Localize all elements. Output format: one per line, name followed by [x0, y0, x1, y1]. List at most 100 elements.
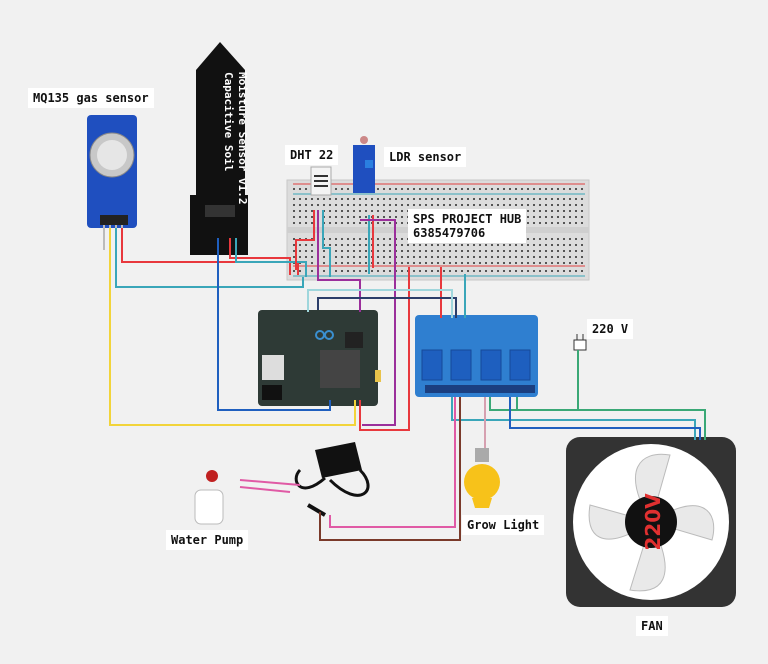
breadboard-hole	[485, 188, 487, 190]
breadboard-hole	[413, 188, 415, 190]
breadboard-hole	[389, 210, 391, 212]
breadboard-hole	[551, 256, 553, 258]
breadboard-hole	[563, 262, 565, 264]
breadboard-hole	[497, 188, 499, 190]
breadboard-hole	[323, 256, 325, 258]
breadboard-hole	[305, 244, 307, 246]
breadboard-hole	[455, 244, 457, 246]
breadboard-hole	[401, 270, 403, 272]
breadboard-hole	[533, 250, 535, 252]
breadboard-hole	[443, 262, 445, 264]
breadboard-hole	[401, 210, 403, 212]
breadboard-hole	[491, 262, 493, 264]
breadboard-hole	[569, 216, 571, 218]
breadboard-hole	[539, 198, 541, 200]
breadboard-hole	[347, 262, 349, 264]
breadboard-hole	[425, 250, 427, 252]
label-mains: 220 V	[587, 319, 634, 339]
breadboard-hole	[455, 188, 457, 190]
breadboard-hole	[383, 262, 385, 264]
breadboard-hole	[389, 238, 391, 240]
breadboard-hole	[407, 250, 409, 252]
breadboard-hole	[533, 210, 535, 212]
breadboard-hole	[515, 270, 517, 272]
breadboard-hole	[437, 244, 439, 246]
breadboard-hole	[401, 188, 403, 190]
breadboard-hole	[311, 262, 313, 264]
breadboard-hole	[491, 270, 493, 272]
breadboard-hole	[353, 270, 355, 272]
breadboard-hole	[461, 188, 463, 190]
breadboard-hole	[395, 204, 397, 206]
breadboard-hole	[491, 250, 493, 252]
water-pump	[194, 470, 224, 525]
breadboard-hole	[539, 210, 541, 212]
breadboard-hole	[527, 256, 529, 258]
breadboard-hole	[545, 250, 547, 252]
breadboard-hole	[431, 250, 433, 252]
breadboard-hole	[353, 198, 355, 200]
breadboard-hole	[497, 270, 499, 272]
breadboard-hole	[449, 188, 451, 190]
breadboard-hole	[527, 204, 529, 206]
breadboard-hole	[455, 262, 457, 264]
breadboard-hole	[365, 250, 367, 252]
breadboard-hole	[353, 222, 355, 224]
breadboard-hole	[359, 238, 361, 240]
breadboard-hole	[581, 262, 583, 264]
breadboard-hole	[443, 256, 445, 258]
breadboard-hole	[389, 204, 391, 206]
breadboard-hole	[401, 198, 403, 200]
breadboard-hole	[413, 256, 415, 258]
breadboard-hole	[491, 244, 493, 246]
breadboard-hole	[299, 198, 301, 200]
breadboard-hole	[569, 244, 571, 246]
breadboard-hole	[521, 198, 523, 200]
breadboard-hole	[335, 238, 337, 240]
breadboard-hole	[341, 262, 343, 264]
breadboard-hole	[353, 250, 355, 252]
breadboard-hole	[581, 210, 583, 212]
breadboard-hole	[473, 256, 475, 258]
breadboard-hole	[575, 256, 577, 258]
breadboard-hole	[503, 270, 505, 272]
breadboard-hole	[485, 244, 487, 246]
breadboard-hole	[455, 204, 457, 206]
breadboard-hole	[455, 256, 457, 258]
breadboard-hole	[545, 262, 547, 264]
breadboard-hole	[575, 250, 577, 252]
breadboard-hole	[437, 270, 439, 272]
breadboard-hole	[401, 244, 403, 246]
dht22-sensor	[310, 166, 332, 196]
breadboard-hole	[317, 204, 319, 206]
breadboard-hole	[419, 262, 421, 264]
breadboard-hole	[545, 210, 547, 212]
breadboard-hole	[455, 250, 457, 252]
breadboard-hole	[383, 256, 385, 258]
breadboard-hole	[437, 256, 439, 258]
breadboard-hole	[377, 188, 379, 190]
breadboard-hole	[383, 216, 385, 218]
breadboard-hole	[299, 222, 301, 224]
breadboard-hole	[305, 256, 307, 258]
breadboard-hole	[539, 222, 541, 224]
breadboard-hole	[581, 238, 583, 240]
breadboard-hole	[341, 204, 343, 206]
breadboard-hole	[473, 270, 475, 272]
breadboard-hole	[347, 188, 349, 190]
breadboard-hole	[365, 256, 367, 258]
breadboard-hole	[461, 250, 463, 252]
breadboard-hole	[497, 250, 499, 252]
breadboard-hole	[407, 262, 409, 264]
breadboard-hole	[383, 250, 385, 252]
breadboard-hole	[527, 244, 529, 246]
breadboard-hole	[401, 204, 403, 206]
breadboard-hole	[521, 188, 523, 190]
breadboard-hole	[311, 270, 313, 272]
breadboard-hole	[485, 262, 487, 264]
svg-text:220V: 220V	[641, 493, 665, 551]
breadboard-hole	[509, 198, 511, 200]
breadboard-hole	[497, 244, 499, 246]
breadboard-hole	[503, 198, 505, 200]
breadboard-hole	[581, 244, 583, 246]
